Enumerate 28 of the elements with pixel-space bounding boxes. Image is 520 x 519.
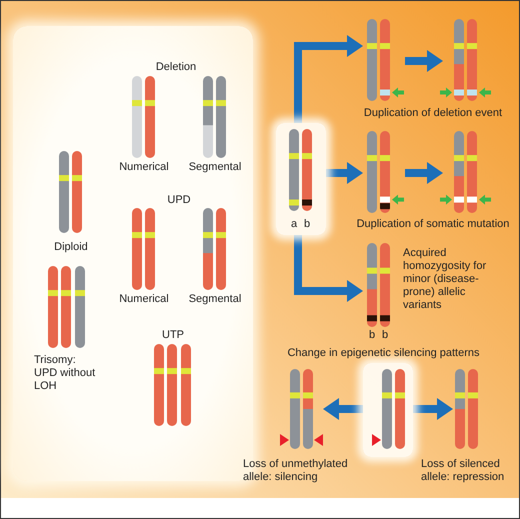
group-heading: UTP bbox=[161, 329, 185, 342]
arrow bbox=[323, 398, 363, 420]
node-label: Numerical bbox=[118, 293, 170, 306]
node-label: Segmental bbox=[188, 161, 242, 174]
group-heading: UPD bbox=[166, 194, 192, 207]
arrow bbox=[326, 162, 363, 184]
arrow bbox=[405, 50, 443, 72]
node-label: Segmental bbox=[188, 293, 242, 306]
node-label: Loss of unmethylated allele: silencing bbox=[243, 458, 349, 484]
group-heading: Deletion bbox=[154, 61, 198, 74]
arrow bbox=[294, 235, 363, 302]
node-label: Numerical bbox=[118, 161, 170, 174]
arrow bbox=[294, 35, 363, 123]
node-label: b bbox=[368, 329, 376, 342]
highlight-card bbox=[363, 363, 413, 457]
node-label: Trisomy: UPD without LOH bbox=[34, 354, 96, 393]
node-label: b bbox=[302, 218, 312, 231]
node-label: Diploid bbox=[53, 241, 89, 254]
arrow bbox=[413, 398, 453, 420]
caption: Duplication of deletion event bbox=[363, 107, 503, 120]
arrow bbox=[405, 162, 443, 184]
node-label: a bbox=[290, 218, 298, 231]
node-label: Acquired homozygosity for minor (disease-prone) allelic variants bbox=[403, 247, 488, 312]
node-label: Loss of silenced allele: repression bbox=[421, 458, 506, 484]
caption: Duplication of somatic mutation bbox=[356, 218, 510, 231]
highlight-card bbox=[276, 123, 326, 235]
caption: Change in epigenetic silencing patterns bbox=[286, 347, 481, 360]
node-label: b bbox=[380, 329, 390, 342]
